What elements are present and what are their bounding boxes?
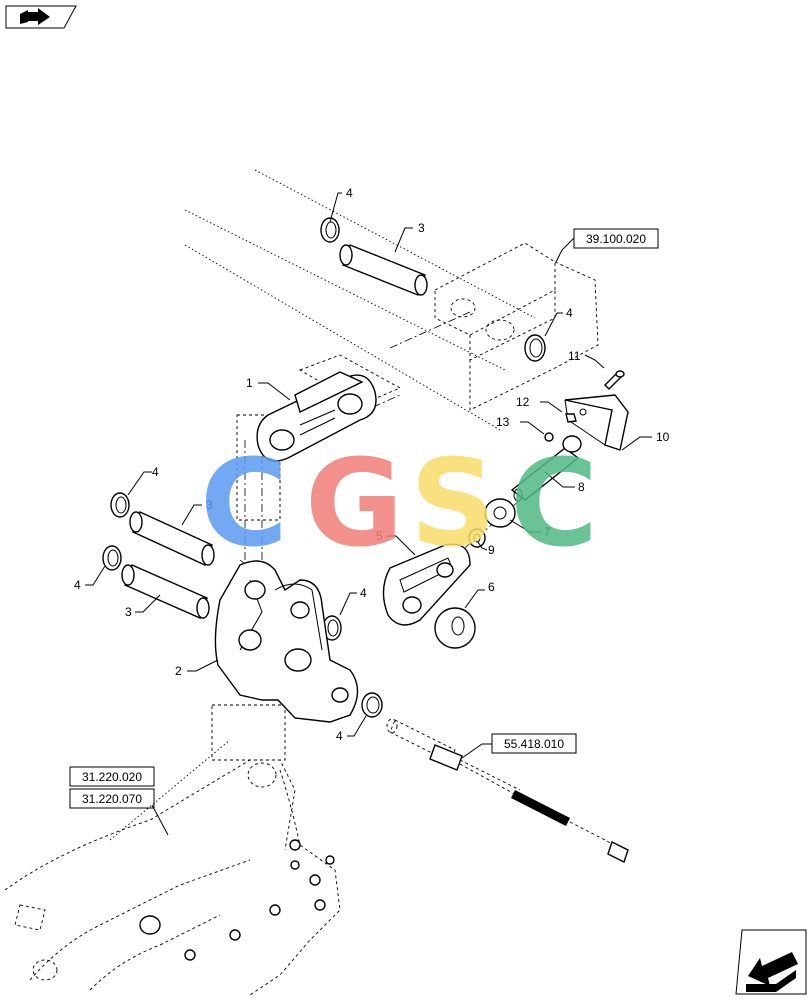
- callout-9: 9: [488, 543, 495, 557]
- callout-7: 7: [544, 525, 551, 539]
- pin-left-lower: [121, 564, 210, 619]
- watermark-letter-c2: C: [510, 435, 598, 574]
- pin-top: [339, 244, 428, 296]
- callout-11: 11: [568, 349, 581, 363]
- callout-6: 6: [488, 580, 495, 594]
- leader-lines: [85, 192, 652, 836]
- callout-5: 5: [376, 529, 383, 543]
- circlip-bottom: [361, 692, 383, 718]
- callout-12: 12: [516, 395, 530, 409]
- reference-31-220-020[interactable]: 31.220.020: [69, 766, 155, 787]
- callout-3-left-lower: 3: [125, 605, 132, 619]
- callout-1: 1: [246, 376, 253, 390]
- watermark-letter-g: G: [305, 435, 404, 574]
- small-washer: [544, 432, 554, 442]
- svg-text:31.220.020: 31.220.020: [82, 770, 142, 784]
- reference-55-418-010[interactable]: 55.418.010: [491, 733, 577, 754]
- watermark-letter-s: S: [410, 435, 496, 574]
- circlip-left-lower: [102, 545, 122, 571]
- callout-4-bracket: 4: [566, 306, 573, 320]
- back-arrow-icon[interactable]: [735, 929, 807, 995]
- circlip-top: [320, 217, 340, 243]
- watermark: C G S C: [200, 435, 598, 574]
- callout-4-middle: 4: [360, 586, 367, 600]
- reference-39-100-020[interactable]: 39.100.020: [573, 228, 659, 249]
- bolt: [510, 435, 582, 502]
- callout-4-top: 4: [346, 186, 353, 200]
- circlip-bracket: [524, 334, 546, 362]
- sensor-assembly: [386, 718, 629, 863]
- svg-text:31.220.070: 31.220.070: [82, 792, 142, 806]
- callout-4-bottom: 4: [336, 729, 343, 743]
- callout-13: 13: [496, 415, 510, 429]
- small-bolt: [604, 370, 625, 390]
- reference-31-220-070[interactable]: 31.220.070: [69, 788, 155, 809]
- circlip-left-upper: [110, 492, 130, 518]
- svg-text:55.418.010: 55.418.010: [504, 737, 564, 751]
- dog-bone-link: [382, 543, 471, 626]
- frame-bracket: [434, 242, 599, 411]
- callout-4-left-lower: 4: [74, 578, 81, 592]
- callout-3-left-upper: 3: [206, 498, 213, 512]
- bell-crank: [214, 560, 359, 723]
- callout-3-top: 3: [418, 221, 425, 235]
- svg-text:39.100.020: 39.100.020: [586, 232, 646, 246]
- callout-10: 10: [656, 430, 670, 444]
- callout-4-left-upper: 4: [152, 465, 159, 479]
- ball-bush: [434, 607, 476, 649]
- spacer: [484, 498, 516, 528]
- callout-labels: 4 3 4 11 12 13 10 1 4 3 4 3 5 8 7 9 6 4 …: [74, 186, 670, 743]
- projection-lines: [109, 169, 536, 841]
- link-arm: [256, 371, 377, 462]
- small-nut: [565, 413, 577, 423]
- callout-2: 2: [175, 664, 182, 678]
- book-arrow-icon[interactable]: [5, 5, 77, 29]
- callout-8: 8: [578, 480, 585, 494]
- watermark-letter-c1: C: [200, 435, 288, 574]
- pin-left-upper: [129, 511, 215, 566]
- axle-housing: [4, 759, 341, 996]
- washer: [468, 528, 486, 548]
